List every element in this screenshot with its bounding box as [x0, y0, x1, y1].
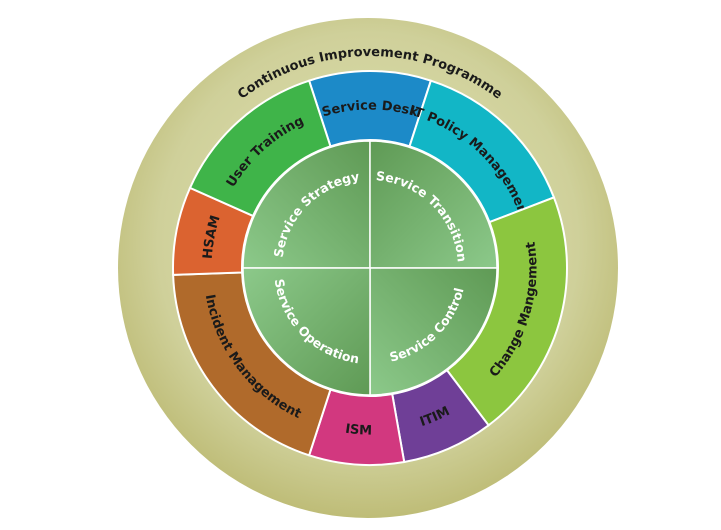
- quadrant-service-transition: [369, 140, 498, 269]
- quadrant-service-strategy: [242, 140, 371, 269]
- segment-label-ism: ISM: [344, 422, 372, 439]
- segment-user-training: [188, 79, 332, 218]
- segment-label-service-desk: Service Desk: [320, 98, 420, 120]
- quadrant-service-operation: [242, 267, 371, 396]
- quadrant-service-control: [369, 267, 498, 396]
